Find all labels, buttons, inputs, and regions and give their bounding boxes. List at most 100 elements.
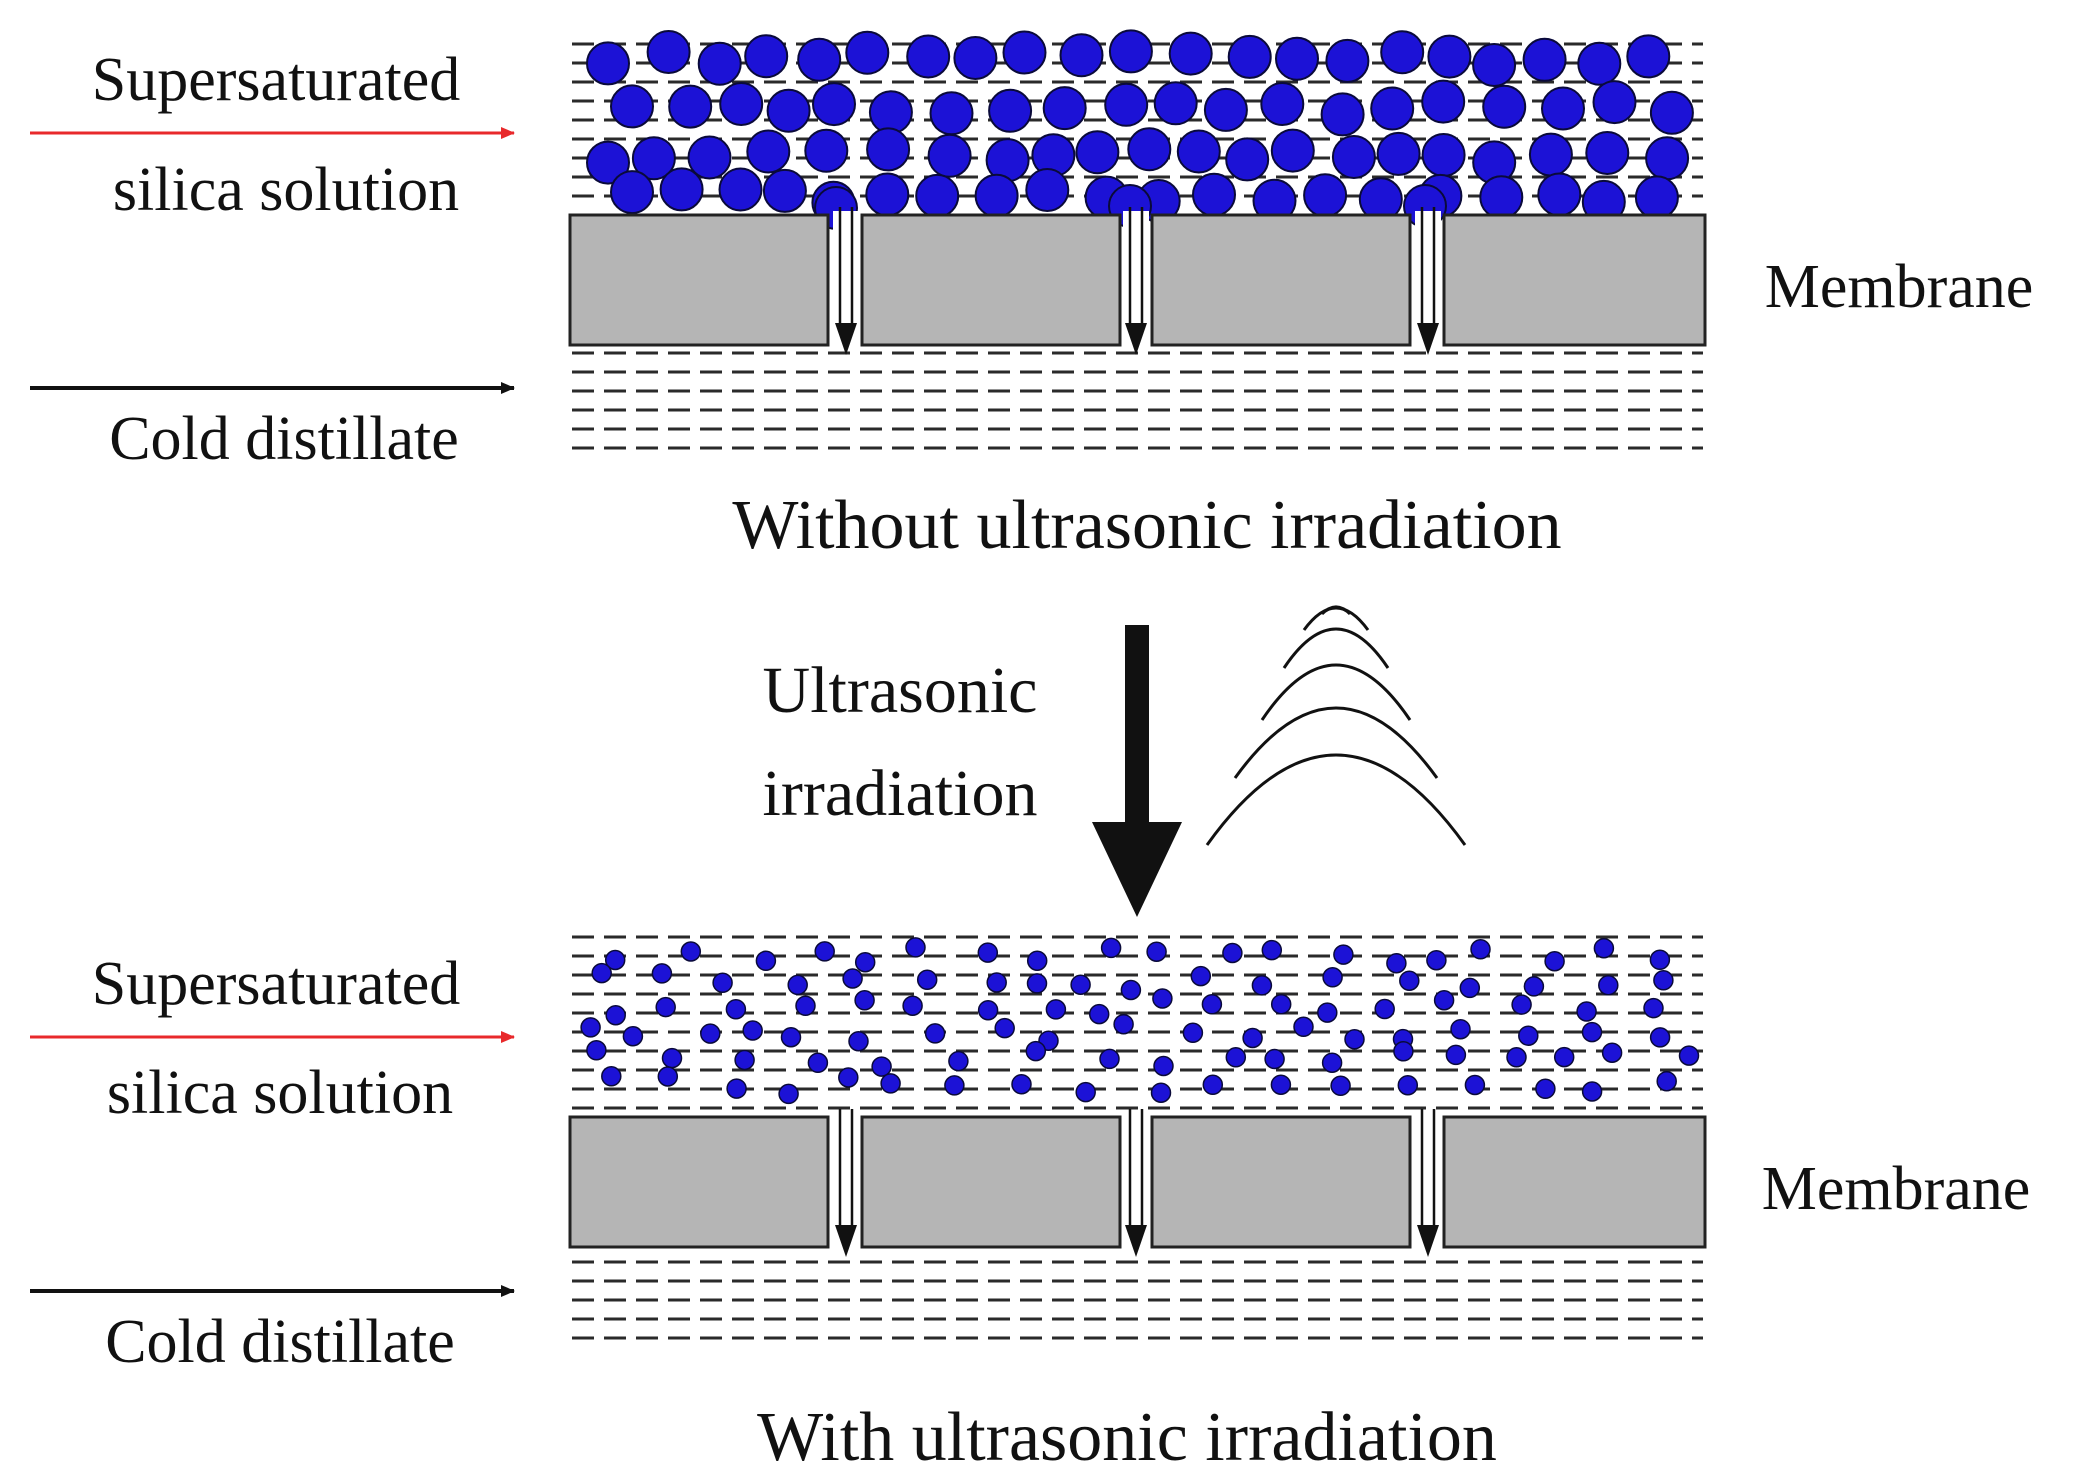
silica-particle [1146, 941, 1167, 962]
silica-particle [1168, 31, 1213, 76]
membrane-block-4 [1442, 213, 1707, 347]
silica-particle [988, 88, 1033, 133]
silica-particle [1459, 977, 1481, 999]
silica-particle [845, 30, 890, 75]
silica-particle [868, 90, 913, 135]
silica-particle [780, 1026, 802, 1048]
silica-particle [1293, 1016, 1314, 1038]
silica-particle [1192, 172, 1236, 217]
silica-particle [661, 1047, 683, 1069]
silica-particle [591, 962, 612, 984]
silica-particle [604, 949, 626, 971]
silica-particle [1535, 1078, 1556, 1100]
feed-label-line1-top: Supersaturated [92, 46, 460, 114]
silica-particle [1399, 970, 1420, 991]
silica-particle [977, 942, 999, 963]
silica-particle [1225, 137, 1270, 182]
silica-particle [1152, 988, 1173, 1009]
silica-particle [668, 84, 713, 129]
silica-particle [646, 30, 691, 74]
silica-particle [586, 140, 630, 185]
membrane-block-2 [860, 213, 1122, 347]
silica-particle [1376, 131, 1421, 176]
silica-particle [1553, 1046, 1575, 1068]
silica-particle [986, 972, 1007, 993]
silica-particle [977, 999, 999, 1021]
silica-particle [742, 1020, 763, 1041]
silica-particle [1585, 131, 1630, 175]
silica-particle [1523, 976, 1545, 997]
silica-particle [1577, 41, 1622, 86]
feed-label-line1-bottom: Supersaturated [92, 950, 460, 1018]
silica-particle [871, 1056, 892, 1077]
silica-particle [1649, 949, 1671, 971]
silica-particle [948, 1050, 969, 1072]
silica-particle [1059, 33, 1104, 78]
silica-particle [1002, 30, 1047, 75]
silica-particle [1427, 34, 1472, 79]
silica-particle [762, 168, 807, 213]
ultrasonic-label-line1: Ultrasonic [763, 654, 1038, 727]
silica-particle [1544, 950, 1565, 972]
silica-particle [1042, 86, 1087, 131]
silica-particle [924, 1023, 946, 1044]
silica-particle [1656, 1070, 1677, 1092]
silica-particle [1113, 1013, 1134, 1035]
silica-particle [1303, 173, 1348, 218]
silica-particle [1634, 175, 1679, 220]
silica-particle [854, 951, 876, 973]
silica-particle [1506, 1047, 1527, 1068]
silica-particle [719, 82, 764, 126]
distillate-layer-bottom [572, 1260, 1703, 1340]
silica-particle [1100, 937, 1122, 959]
silica-particle [726, 1078, 747, 1099]
silica-particle [1482, 84, 1527, 129]
silica-particle [1643, 997, 1664, 1019]
silica-particle [1261, 939, 1283, 961]
silica-particle [1222, 942, 1243, 964]
silica-particle [1182, 1022, 1204, 1044]
silica-particle [865, 172, 910, 217]
silica-particle [1528, 132, 1573, 177]
silica-particle [1678, 1045, 1700, 1066]
silica-particle [1251, 975, 1273, 996]
silica-particle [651, 963, 673, 984]
silica-particle [1522, 37, 1567, 82]
down-arrow-icon [1092, 625, 1182, 917]
silica-particle [659, 167, 704, 212]
silica-particle [1541, 86, 1585, 131]
distillate-label-top: Cold distillate [109, 405, 459, 473]
distillate-layer-top [572, 351, 1703, 450]
silica-particle [610, 84, 654, 129]
silica-particle [1421, 133, 1466, 177]
silica-particle [1537, 172, 1582, 217]
transition-section: Ultrasonic irradiation [763, 605, 1467, 917]
silica-particle [1045, 999, 1067, 1020]
silica-particle [1153, 1055, 1174, 1077]
membrane-pores-top [833, 207, 1441, 355]
membrane-block-4 [1442, 1115, 1707, 1249]
silica-particle [880, 1073, 901, 1094]
silica-particle [902, 995, 923, 1016]
silica-particle [905, 937, 926, 958]
silica-particle [812, 82, 856, 127]
silica-particle [854, 990, 875, 1011]
silica-particle [1450, 1018, 1471, 1040]
silica-particle [797, 37, 842, 82]
silica-particle [622, 1025, 644, 1047]
silica-particle [580, 1017, 601, 1038]
silica-particle [927, 133, 972, 178]
silica-particle [718, 167, 763, 212]
ultrasonic-label-line2: irradiation [763, 757, 1038, 830]
silica-particle [866, 127, 911, 172]
silica-particle [1325, 38, 1370, 83]
silica-particle [700, 1023, 721, 1044]
silica-particle [1242, 1027, 1263, 1049]
silica-particle [1270, 1074, 1292, 1095]
membrane-block-3 [1150, 213, 1412, 347]
silica-particle [1344, 1029, 1365, 1050]
silica-particle [1190, 965, 1212, 987]
silica-particle [1150, 1082, 1172, 1103]
silica-particle [631, 136, 676, 181]
